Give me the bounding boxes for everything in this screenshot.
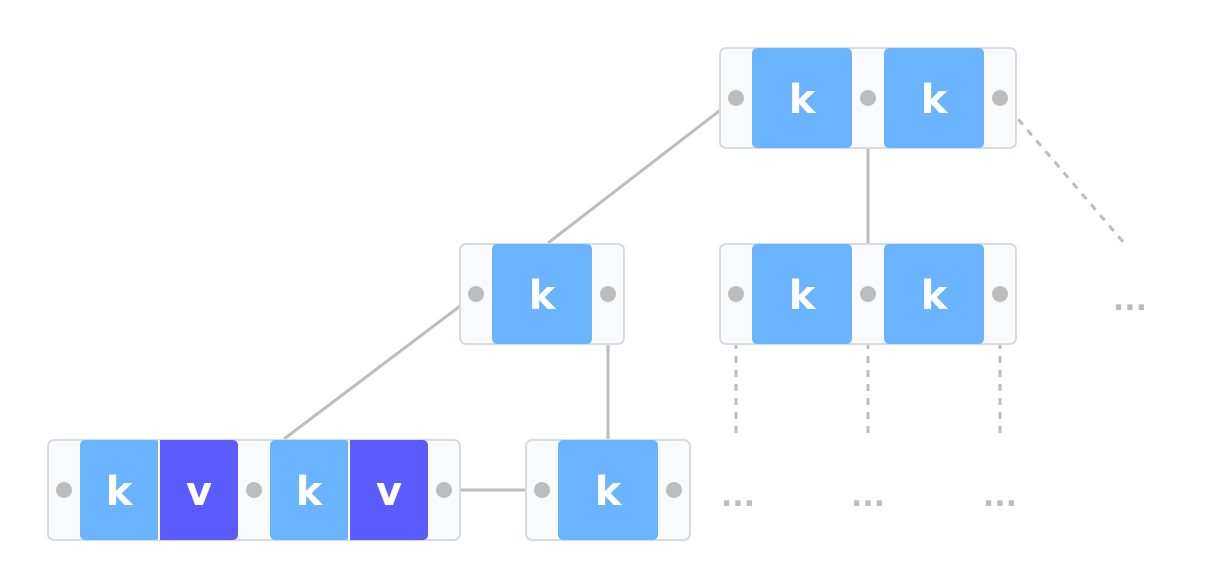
ellipsis-marker: ...	[721, 479, 755, 514]
pointer-dot	[860, 286, 876, 302]
pointer-dot	[992, 90, 1008, 106]
pointer-dot	[992, 286, 1008, 302]
key-cell	[270, 440, 350, 540]
key-label: k	[921, 77, 949, 123]
key-cell	[558, 440, 658, 540]
ellipsis-marker: ...	[851, 479, 885, 514]
key-label: k	[921, 273, 949, 319]
value-cell-join	[350, 440, 360, 540]
pointer-dot	[860, 90, 876, 106]
value-label: v	[186, 469, 212, 515]
key-cell	[884, 244, 984, 344]
pointer-dot	[728, 286, 744, 302]
ellipsis-marker: ...	[1113, 283, 1147, 318]
tree-edges-dashed	[734, 97, 1126, 440]
tree-node-internal-right: k k	[719, 243, 1017, 345]
key-label: k	[296, 469, 324, 515]
key-label: k	[789, 273, 817, 319]
edge-root-to-internal-left	[547, 96, 737, 245]
pointer-dot	[600, 286, 616, 302]
pointer-dot	[728, 90, 744, 106]
pointer-dot	[666, 482, 682, 498]
tree-node-internal-left: k	[459, 243, 625, 345]
key-label: k	[595, 469, 623, 515]
key-label: k	[529, 273, 557, 319]
continuation-markers: ... ... ... ...	[721, 283, 1147, 514]
value-cell	[350, 440, 428, 540]
pointer-dot	[468, 286, 484, 302]
key-cell	[752, 244, 852, 344]
key-label: k	[789, 77, 817, 123]
value-cell-join	[160, 440, 170, 540]
tree-node-root: k k	[719, 47, 1017, 149]
value-cell	[160, 440, 238, 540]
pointer-dot	[56, 482, 72, 498]
tree-node-leaf-1: k v k v	[47, 439, 461, 541]
tree-node-leaf-2: k	[525, 439, 691, 541]
key-cell	[752, 48, 852, 148]
ellipsis-marker: ...	[983, 479, 1017, 514]
pointer-dot	[246, 482, 262, 498]
key-cell	[492, 244, 592, 344]
edge-internal-left-to-leaf-1	[283, 292, 477, 441]
key-cell	[80, 440, 160, 540]
pointer-dot	[436, 482, 452, 498]
pointer-dot	[534, 482, 550, 498]
value-label: v	[376, 469, 402, 515]
key-cell	[884, 48, 984, 148]
key-label: k	[106, 469, 134, 515]
edge-root-to-more	[998, 97, 1126, 244]
